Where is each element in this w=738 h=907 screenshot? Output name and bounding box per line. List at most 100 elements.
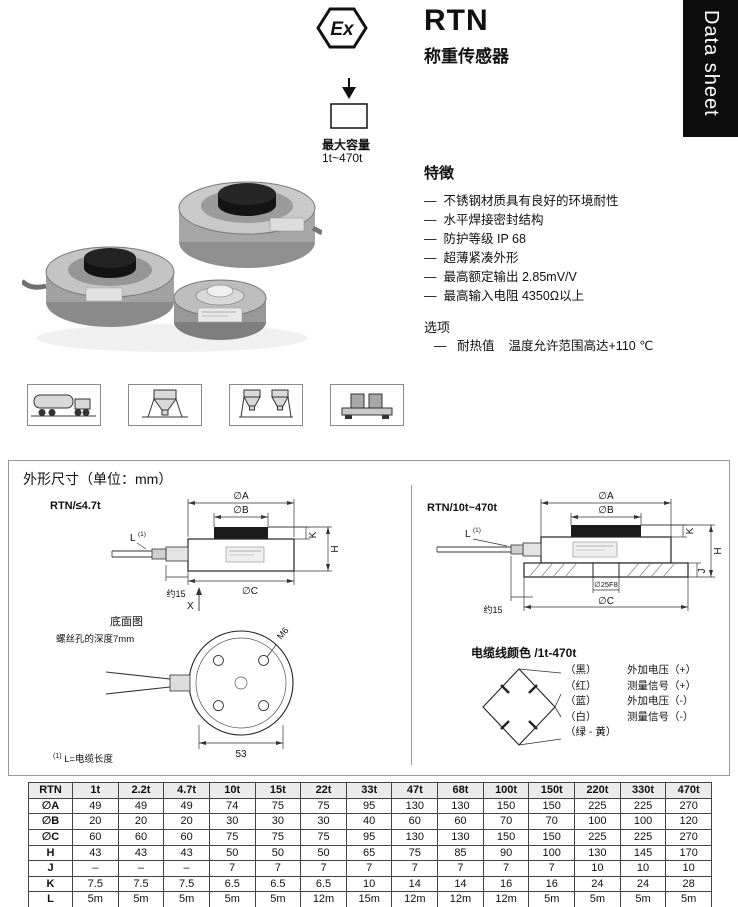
spec-cell: 120 (665, 813, 712, 830)
ex-hexagon (316, 7, 368, 49)
spec-cell: 10 (619, 860, 667, 877)
model-large-label: RTN/10t~470t (427, 502, 497, 514)
capacity-label: 最大容量 (322, 138, 371, 152)
spec-cell: 60 (391, 813, 439, 830)
spec-row-label: ∅C (28, 828, 73, 846)
capacity-range: 1t~470t (322, 151, 363, 165)
spec-col-capacity: 22t (300, 782, 347, 799)
spec-cell: 16 (528, 875, 576, 893)
dim-h-label: H (330, 545, 341, 552)
spec-cell: 49 (117, 797, 165, 815)
spec-col-capacity: 1t (72, 782, 119, 799)
spec-cell: 43 (72, 844, 119, 862)
spec-cell: 7 (300, 860, 347, 877)
cable-signal-name: 外加电压（-） (627, 695, 694, 707)
spec-col-model: RTN (28, 782, 73, 799)
tanker-truck-icon (31, 394, 96, 417)
cable-length-footnote: (1) L=电缆长度 (53, 751, 113, 765)
spec-col-capacity: 470t (665, 782, 712, 799)
spec-cell: 5m (72, 891, 119, 907)
option-value: 温度允许范围高达+110 ℃ (508, 339, 654, 353)
spec-cell: – (163, 860, 210, 877)
spec-cell: 95 (345, 828, 393, 846)
spec-cell: 5m (619, 891, 667, 907)
datasheet-banner: Data sheet (683, 0, 738, 137)
spec-cell: 10 (574, 860, 621, 877)
spec-cell: 12m (391, 891, 439, 907)
spec-col-capacity: 47t (391, 782, 439, 799)
spec-cell: 150 (528, 828, 576, 846)
spec-col-capacity: 68t (437, 782, 484, 799)
feature-item: 防护等级 IP 68 (424, 230, 724, 249)
cable-signal-name: 测量信号（+） (627, 679, 697, 692)
dimensions-heading: 外形尺寸（单位：mm） (23, 471, 173, 487)
spec-cell: 150 (528, 797, 576, 815)
application-icons-row (27, 384, 431, 426)
spec-cell: 16 (482, 875, 530, 893)
feature-item: 不锈钢材质具有良好的环境耐性 (424, 192, 724, 211)
spec-cell: 170 (665, 844, 712, 862)
cable-signal-name: 外加电压（+） (627, 664, 697, 676)
spec-cell: 60 (437, 813, 484, 830)
spec-cell: 75 (391, 844, 439, 862)
load-cell-medium (22, 246, 175, 327)
spec-col-capacity: 10t (208, 782, 256, 799)
dim-h-label: H (713, 547, 724, 554)
spec-cell: 7 (437, 860, 484, 877)
spec-col-capacity: 33t (345, 782, 393, 799)
spec-col-capacity: 100t (482, 782, 530, 799)
cable (311, 225, 322, 236)
feature-item: 水平焊接密封结构 (424, 211, 724, 230)
spec-cell: 15m (345, 891, 393, 907)
spec-cell: 130 (391, 828, 439, 846)
page-subtitle: 称重传感器 (424, 47, 509, 66)
spec-cell: 60 (117, 828, 165, 846)
application-tanker-truck (27, 384, 101, 426)
spec-cell: 100 (528, 844, 576, 862)
feature-item: 最高输入电阻 4350Ω以上 (424, 287, 724, 306)
spec-cell: 14 (391, 875, 439, 893)
spec-cell: 225 (619, 797, 667, 815)
spec-cell: 30 (254, 813, 302, 830)
cable-color-heading: 电缆线颜色 /1t-470t (471, 646, 577, 660)
spec-cell: 270 (665, 828, 712, 846)
dim-a-label: ∅A (233, 491, 249, 502)
spec-col-capacity: 4.7t (163, 782, 210, 799)
spec-cell: 130 (574, 844, 621, 862)
spec-row-label: ∅A (28, 797, 73, 815)
dimensions-section: 外形尺寸（单位：mm） RTN/≤4.7t ∅A ∅B K (8, 460, 730, 776)
model-small-label: RTN/≤4.7t (50, 500, 101, 512)
spec-cell: 130 (437, 828, 484, 846)
spec-row-label: ∅B (28, 813, 73, 830)
dim-c-label: ∅C (598, 596, 614, 607)
page-title: RTN (424, 4, 489, 37)
screw-depth-note: 螺丝孔的深度7mm (56, 633, 134, 645)
spec-cell: 75 (254, 797, 302, 815)
cable-color-name: （白） (565, 710, 597, 723)
ex-atex-logo: Ex (316, 7, 368, 49)
spec-col-capacity: 150t (528, 782, 576, 799)
spec-cell: 75 (300, 797, 347, 815)
spec-cell: 150 (482, 797, 530, 815)
load-arrow-icon (330, 78, 368, 129)
bottom-view-label: 底面图 (110, 614, 143, 628)
dim-l-footnote-marker: (1) (473, 527, 481, 534)
spec-cell: 24 (619, 875, 667, 893)
spec-cell: 100 (574, 813, 621, 830)
cable-color-name: （绿 - 黄） (565, 726, 617, 738)
cable-color-name: （蓝） (565, 695, 597, 707)
spec-cell: 7 (391, 860, 439, 877)
spec-cell: 50 (300, 844, 347, 862)
spec-cell: 75 (208, 828, 256, 846)
option-label: 耐热值 (456, 339, 495, 353)
options-heading: 选项 (424, 320, 451, 335)
spec-cell: 24 (574, 875, 621, 893)
spec-cell: 40 (345, 813, 393, 830)
spec-cell: 95 (345, 797, 393, 815)
